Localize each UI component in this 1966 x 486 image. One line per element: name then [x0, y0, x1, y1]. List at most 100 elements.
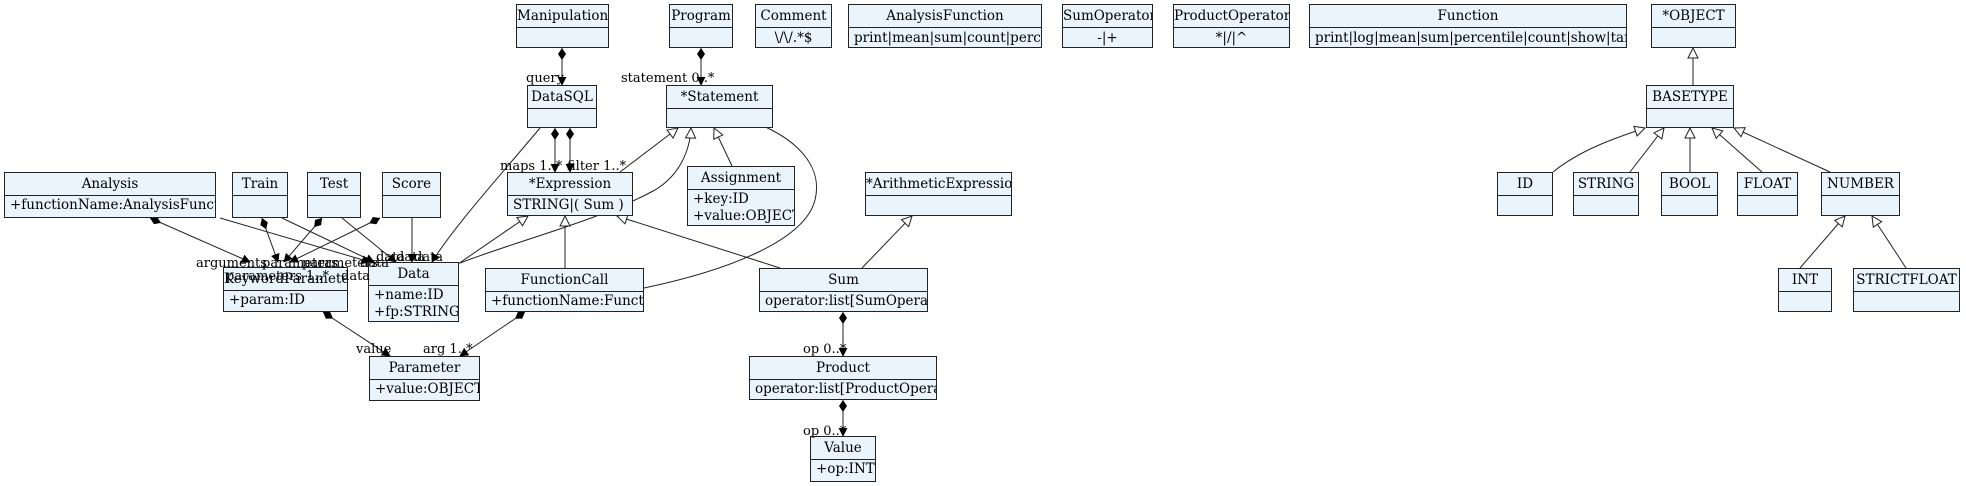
edge-sum-arithmeticexpression [861, 216, 912, 269]
class-object[interactable]: *OBJECT [1651, 4, 1736, 48]
class-float[interactable]: FLOAT [1737, 172, 1798, 216]
class-assignment[interactable]: Assignment +key:ID +value:OBJECT [687, 166, 795, 226]
class-attribute: -|+ [1097, 30, 1118, 46]
class-attribute: print|mean|sum|count|percentile [854, 30, 1041, 46]
class-attribute: +value:OBJECT [375, 381, 479, 397]
class-name: *ArithmeticExpression [866, 173, 1011, 196]
class-name: Manipulation [517, 5, 608, 28]
class-string[interactable]: STRING [1573, 172, 1639, 216]
class-name: *Expression [508, 173, 632, 196]
class-function-call[interactable]: FunctionCall +functionName:Function [485, 268, 644, 312]
class-product[interactable]: Product operator:list[ProductOperator] [749, 356, 937, 400]
role-label-statement: statement 0..* [621, 71, 715, 86]
class-attribute: print|log|mean|sum|percentile|count|show… [1315, 30, 1626, 46]
class-name: STRING [1574, 173, 1638, 196]
class-name: KeywordParameter [224, 268, 347, 291]
class-basetype[interactable]: BASETYPE [1646, 85, 1734, 128]
class-int[interactable]: INT [1778, 268, 1832, 312]
class-score[interactable]: Score [382, 172, 441, 218]
edge-expression-statement [619, 128, 678, 173]
class-train[interactable]: Train [232, 172, 288, 218]
class-name: *Statement [667, 86, 772, 109]
class-bool[interactable]: BOOL [1661, 172, 1718, 216]
class-expression[interactable]: *Expression STRING|( Sum ) [507, 172, 633, 216]
class-attribute: operator:list[ProductOperator] [755, 381, 936, 397]
class-comment[interactable]: Comment \/\/.*$ [755, 4, 832, 48]
edge-id-basetype [1552, 128, 1645, 173]
class-attribute: +functionName:AnalysisFunction [10, 197, 215, 213]
class-name: Analysis [5, 173, 215, 196]
class-name: Comment [756, 5, 831, 28]
class-name: INT [1779, 269, 1831, 292]
class-sum-operator[interactable]: SumOperator -|+ [1062, 4, 1153, 48]
edge-strictfloat-number [1872, 216, 1907, 269]
class-value[interactable]: Value +op:INT [810, 436, 876, 482]
class-attribute: +fp:STRING [374, 304, 458, 320]
class-name: Product [750, 357, 936, 380]
class-program[interactable]: Program [669, 4, 733, 48]
class-name: Parameter [370, 357, 479, 380]
class-keyword-parameter[interactable]: KeywordParameter +param:ID [223, 267, 348, 312]
class-sum[interactable]: Sum operator:list[SumOperator] [759, 268, 928, 312]
class-test[interactable]: Test [307, 172, 361, 218]
role-label-sum-op: op 0..* [803, 342, 847, 357]
class-name: ID [1498, 173, 1552, 196]
role-label-data-3: data [396, 250, 426, 265]
class-analysis[interactable]: Analysis +functionName:AnalysisFunction [4, 172, 216, 218]
class-name: ProductOperator [1174, 5, 1289, 28]
edge-number-basetype [1734, 128, 1831, 173]
edge-assignment-statement [714, 128, 733, 167]
class-number[interactable]: NUMBER [1821, 172, 1900, 216]
class-name: DataSQL [528, 86, 596, 109]
role-label-arg: arg 1..* [423, 342, 473, 357]
class-attribute: \/\/.*$ [774, 30, 813, 46]
class-analysis-function[interactable]: AnalysisFunction print|mean|sum|count|pe… [848, 4, 1042, 48]
class-name: SumOperator [1063, 5, 1152, 28]
role-label-arguments: arguments [196, 256, 267, 271]
role-label-data-5: data [341, 269, 371, 284]
class-id[interactable]: ID [1497, 172, 1553, 216]
class-name: FLOAT [1738, 173, 1797, 196]
class-name: Function [1310, 5, 1626, 28]
role-label-filter: filter 1..* [567, 159, 627, 174]
class-attribute: *|/|^ [1215, 30, 1248, 46]
class-strictfloat[interactable]: STRICTFLOAT [1853, 268, 1960, 312]
class-name: FunctionCall [486, 269, 643, 292]
edge-functioncall-statement [643, 118, 817, 289]
class-name: STRICTFLOAT [1854, 269, 1959, 292]
class-product-operator[interactable]: ProductOperator *|/|^ [1173, 4, 1290, 48]
class-function[interactable]: Function print|log|mean|sum|percentile|c… [1309, 4, 1627, 48]
class-name: Test [308, 173, 360, 196]
class-name: BOOL [1662, 173, 1717, 196]
class-arithmetic-expression[interactable]: *ArithmeticExpression [865, 172, 1012, 216]
class-name: *OBJECT [1652, 5, 1735, 28]
class-name: Data [369, 263, 458, 286]
class-attribute: +value:OBJECT [693, 208, 794, 224]
class-name: Score [383, 173, 440, 196]
class-data[interactable]: Data +name:ID +fp:STRING [368, 262, 459, 322]
class-name: Assignment [688, 167, 794, 190]
role-label-data-4: data [414, 250, 444, 265]
class-attribute: +key:ID [693, 191, 749, 207]
role-label-data-2: data [376, 250, 406, 265]
role-label-value: value [356, 342, 392, 357]
class-name: Program [670, 5, 732, 28]
edge-train-keywordparameter [260, 217, 280, 263]
class-datasql[interactable]: DataSQL [527, 85, 597, 128]
class-attribute: +op:INT [816, 461, 875, 477]
class-name: AnalysisFunction [849, 5, 1041, 28]
edge-sum-expression [617, 216, 781, 269]
class-attribute: +name:ID [374, 287, 444, 303]
class-name: Value [811, 437, 875, 460]
class-name: NUMBER [1822, 173, 1899, 196]
class-name: Sum [760, 269, 927, 292]
role-label-query: query [526, 71, 564, 86]
class-name: BASETYPE [1647, 86, 1733, 109]
edge-datasql-data [431, 127, 541, 263]
class-statement[interactable]: *Statement [666, 85, 773, 128]
class-attribute: STRING|( Sum ) [513, 197, 624, 213]
class-parameter[interactable]: Parameter +value:OBJECT [369, 356, 480, 401]
role-label-parameters-a: parameters [262, 256, 338, 271]
edge-functioncall-parameter [459, 311, 526, 357]
class-manipulation[interactable]: Manipulation [516, 4, 609, 48]
